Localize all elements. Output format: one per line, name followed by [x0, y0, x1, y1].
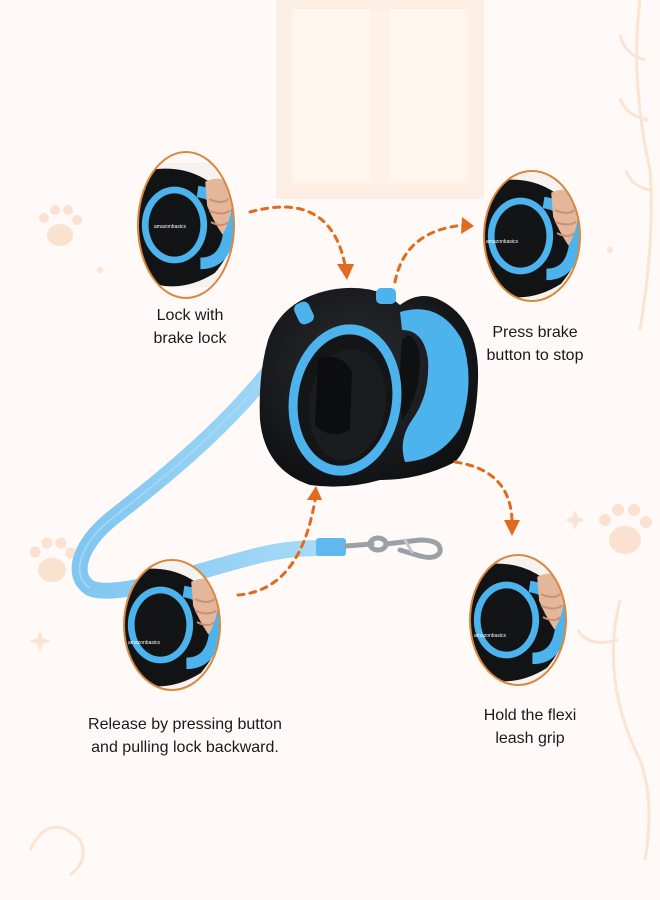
- callout-circle-press: [483, 170, 581, 302]
- caption-line: Hold the flexi: [483, 707, 577, 724]
- foliage-decor: [28, 0, 653, 877]
- caption-line: button to stop: [486, 347, 584, 364]
- sparkle-decor: [29, 630, 51, 652]
- snap-hook: [343, 535, 443, 560]
- caption-line: Press brake: [492, 324, 578, 341]
- callout-circle-release: [123, 559, 221, 691]
- leash-tape: [71, 322, 346, 599]
- leash-handle-body: [259, 287, 479, 487]
- caption-line: Lock with: [156, 307, 224, 324]
- arrow-head-icon: [307, 217, 520, 536]
- brand-logo: amazonbasics: [474, 633, 506, 639]
- brand-logo: amazonbasics: [154, 224, 186, 230]
- callout-circle-lock: [137, 151, 235, 299]
- paw-print-icon: [39, 205, 82, 246]
- dot-decor: [607, 247, 613, 253]
- caption-line: Release by pressing button: [88, 716, 282, 733]
- caption-release: Release by pressing button and pulling l…: [70, 713, 300, 759]
- callout-circle-hold: [469, 554, 567, 686]
- dot-decor: [97, 267, 103, 273]
- caption-hold-grip: Hold the flexi leash grip: [455, 704, 605, 750]
- brand-logo: amazonbasics: [128, 640, 160, 646]
- caption-line: brake lock: [153, 330, 227, 347]
- paw-print-icon: [599, 504, 652, 554]
- caption-line: leash grip: [495, 730, 565, 747]
- caption-press-brake: Press brake button to stop: [470, 321, 600, 367]
- brand-logo: amazonbasics: [486, 239, 518, 245]
- caption-lock-with-brake: Lock with brake lock: [130, 304, 250, 350]
- caption-line: and pulling lock backward.: [91, 739, 279, 756]
- dotted-arrow-icon: [236, 205, 514, 597]
- sparkle-decor: [565, 510, 585, 530]
